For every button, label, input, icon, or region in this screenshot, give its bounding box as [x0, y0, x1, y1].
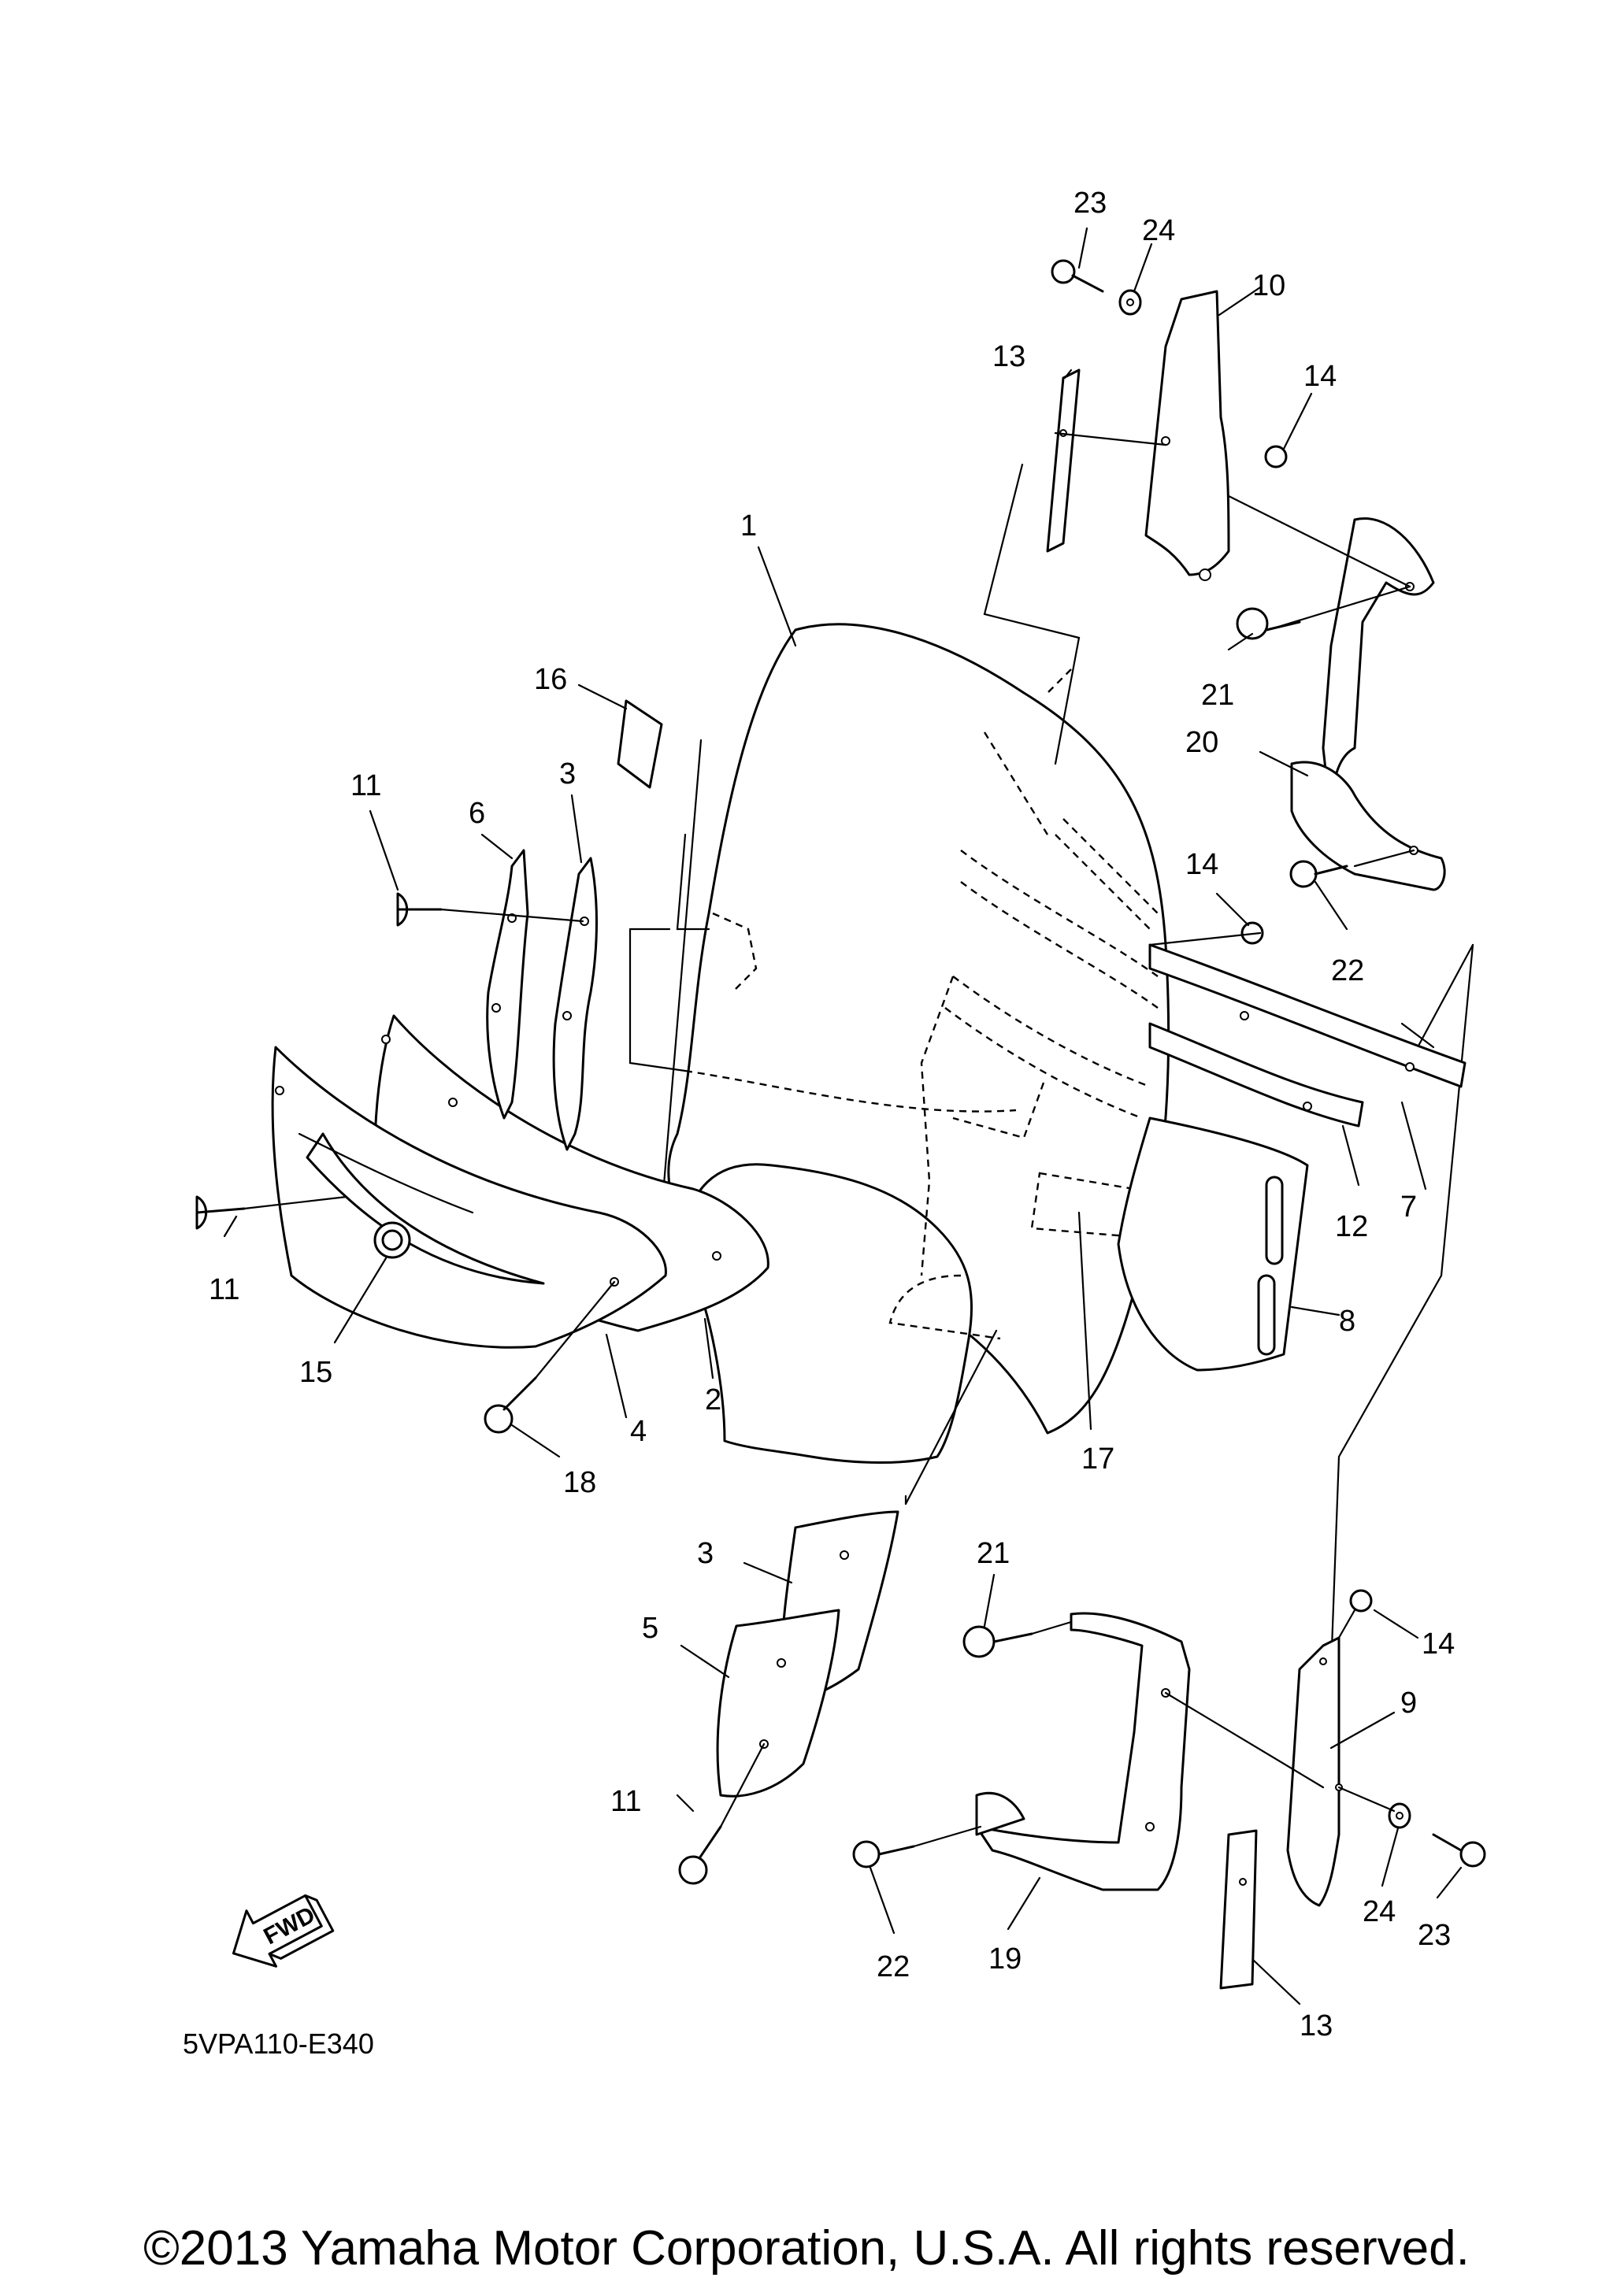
callout-23-lower: 23: [1418, 1919, 1451, 1952]
callout-18: 18: [563, 1466, 596, 1499]
callout-4: 4: [630, 1415, 647, 1448]
callout-22-lower: 22: [877, 1950, 910, 1983]
callout-13-upper: 13: [992, 340, 1025, 373]
callout-2: 2: [705, 1383, 721, 1416]
callout-21-lower: 21: [977, 1537, 1010, 1570]
bracket-10: [1144, 290, 1230, 581]
callout-3-lower: 3: [697, 1537, 714, 1570]
callout-labels: 1 2 3 3 4 5 6 7 8 9 10 11 11 11 12 13 13…: [209, 187, 1455, 2042]
bracket-9: [1286, 1636, 1343, 1907]
callout-15: 15: [299, 1356, 332, 1389]
bolt-22-lower: [852, 1840, 915, 1868]
bracket-19: [975, 1612, 1191, 1891]
emblem-15: [298, 1132, 545, 1285]
callout-5: 5: [642, 1612, 658, 1645]
callout-13-lower: 13: [1300, 2009, 1333, 2042]
callout-24-lower: 24: [1363, 1895, 1396, 1928]
callout-21-upper: 21: [1201, 679, 1234, 712]
part-12-strip: [1148, 1022, 1364, 1128]
screw-11-upper: [396, 892, 443, 927]
leader-lines: [223, 227, 1463, 2005]
fasteners: [195, 259, 1486, 1885]
bolt-23-lower: [1432, 1833, 1486, 1868]
callout-19: 19: [988, 1942, 1022, 1976]
windshield: [667, 623, 1170, 1464]
bracket-5: [716, 1609, 840, 1798]
bracket-6: [486, 849, 529, 1120]
diagram-code: 5VPA110-E340: [183, 2028, 374, 2060]
copyright-notice: ©2013 Yamaha Motor Corporation, U.S.A. A…: [143, 2221, 1470, 2276]
callout-14-middle: 14: [1185, 848, 1218, 881]
callout-11-lower: 11: [610, 1785, 641, 1818]
callout-16: 16: [534, 663, 567, 696]
washer-24-upper: [1118, 289, 1142, 316]
screw-11-lower: [678, 1825, 722, 1885]
callout-20: 20: [1185, 726, 1218, 759]
hidden-lines: [684, 668, 1159, 1340]
screw-11-left: [195, 1195, 246, 1230]
callout-14-lower: 14: [1422, 1628, 1455, 1661]
callout-11-upper: 11: [350, 769, 381, 802]
callout-8: 8: [1339, 1305, 1355, 1338]
callout-23-upper: 23: [1073, 187, 1107, 220]
bolt-21-lower: [962, 1625, 1033, 1658]
callout-9: 9: [1400, 1687, 1417, 1720]
callout-10: 10: [1252, 269, 1285, 302]
callout-11-left: 11: [209, 1273, 239, 1306]
nut-14-lower: [1349, 1589, 1373, 1613]
bracket-13-lower: [1219, 1829, 1258, 1990]
nut-14-upper: [1264, 445, 1288, 468]
callout-24-upper: 24: [1142, 214, 1175, 247]
assembly-lines: [243, 431, 1415, 1848]
part-8-panel: [1117, 1117, 1309, 1372]
callout-1: 1: [740, 509, 757, 543]
callout-3-upper: 3: [559, 757, 576, 791]
washer-24-lower: [1388, 1802, 1411, 1829]
screw-18: [484, 1376, 537, 1434]
callout-22-upper: 22: [1331, 954, 1364, 987]
bracket-13-upper: [1046, 368, 1081, 553]
bracket-3-upper: [552, 857, 598, 1151]
bolt-23-upper: [1051, 259, 1104, 293]
part-16: [617, 699, 663, 789]
bolt-22-upper: [1289, 860, 1348, 888]
callout-12: 12: [1335, 1210, 1368, 1243]
callout-17: 17: [1081, 1442, 1114, 1476]
callout-14-upper: 14: [1303, 360, 1337, 393]
callout-7: 7: [1400, 1191, 1417, 1224]
part-7-strip: [1148, 943, 1467, 1088]
fwd-arrow-icon: FWD: [232, 1894, 335, 1968]
callout-6: 6: [469, 797, 485, 830]
bracket-20: [1290, 517, 1446, 891]
